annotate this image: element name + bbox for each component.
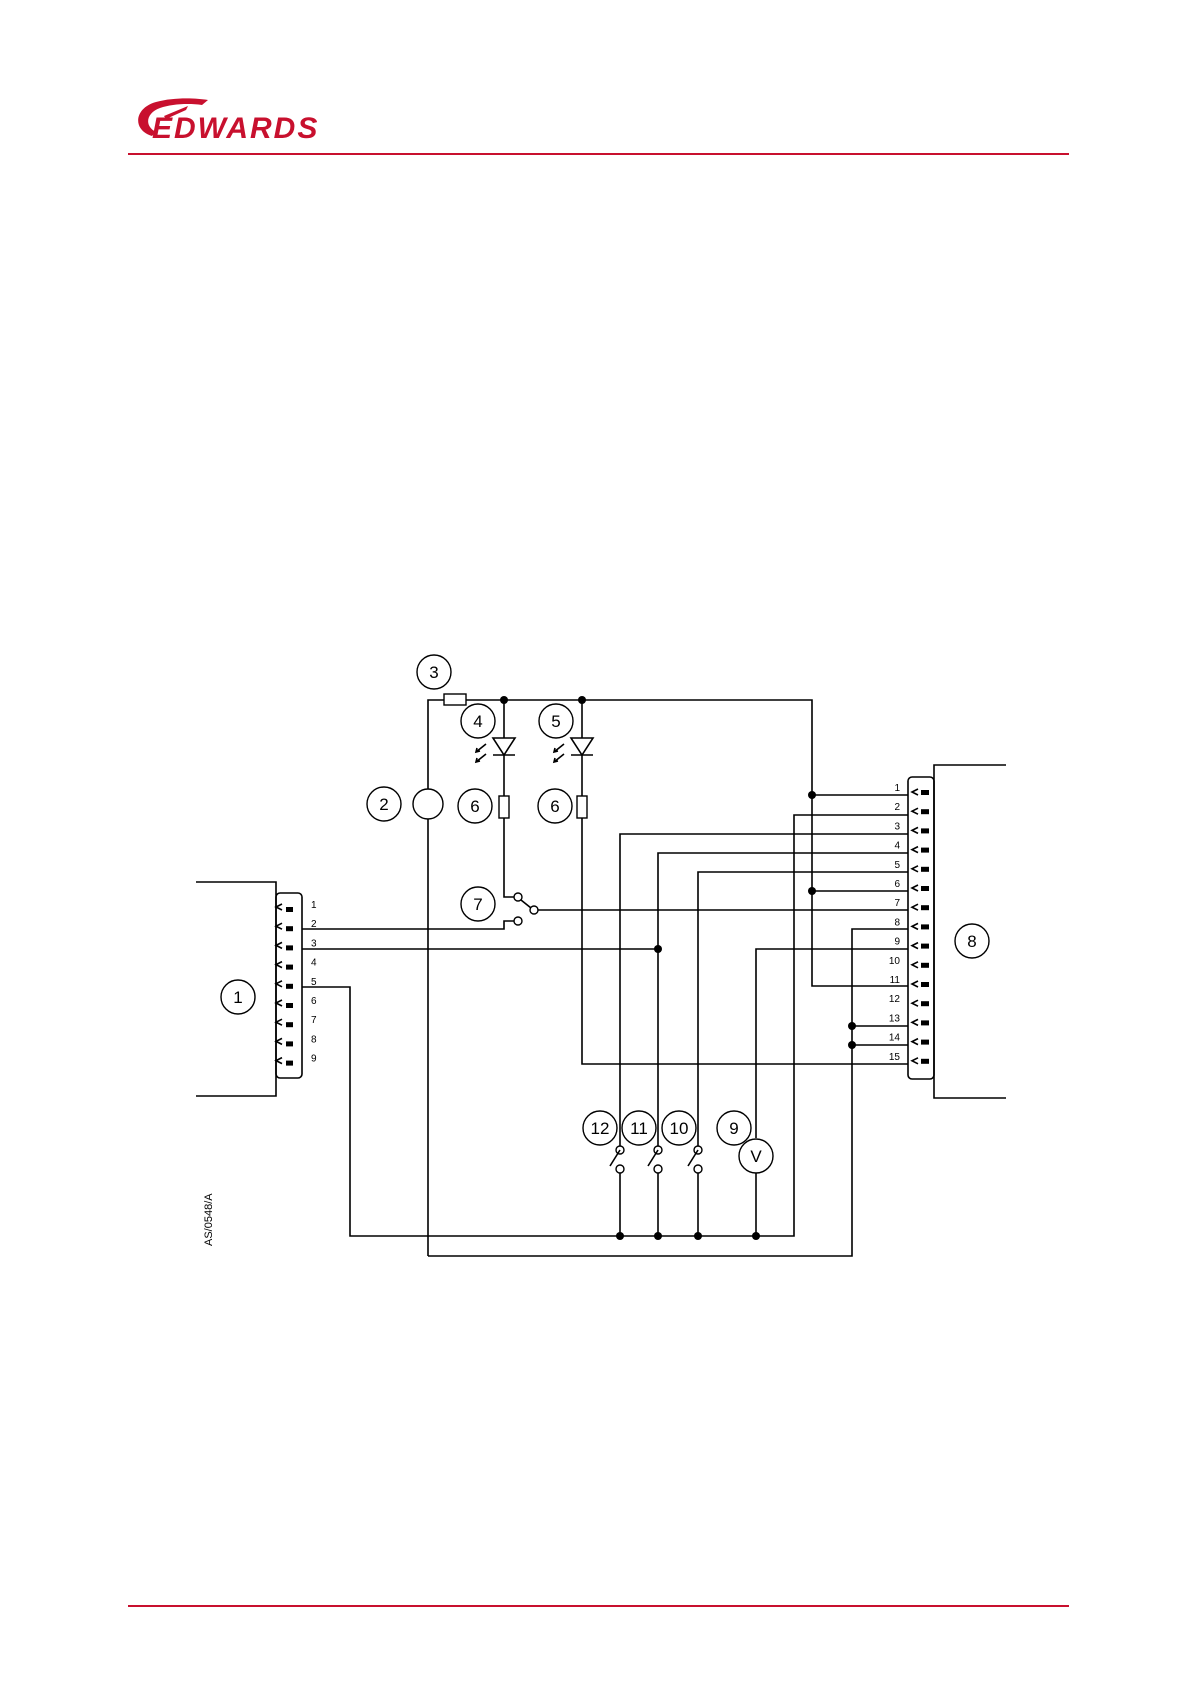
pin-number: 5 xyxy=(311,977,317,988)
pin-number: 9 xyxy=(894,937,900,948)
pin-number: 1 xyxy=(894,783,900,794)
connector-pin xyxy=(912,1000,929,1006)
callout-3: 3 xyxy=(417,655,451,689)
connector-8-pins xyxy=(912,789,929,1064)
callout-12: 12 xyxy=(583,1111,617,1145)
pin-number: 7 xyxy=(894,898,900,909)
callout-2: 2 xyxy=(367,787,401,821)
connector-pin xyxy=(912,943,929,949)
pin-number: 3 xyxy=(894,821,900,832)
connector-pin xyxy=(276,904,293,912)
led-5 xyxy=(554,738,593,762)
svg-text:5: 5 xyxy=(551,712,560,731)
connector-pin xyxy=(912,1039,929,1045)
connector-pin xyxy=(912,904,929,910)
svg-text:3: 3 xyxy=(429,663,438,682)
callout-9: 9 xyxy=(717,1111,751,1145)
connector-pin xyxy=(912,808,929,814)
pin-number: 2 xyxy=(894,802,900,813)
connector-pin xyxy=(276,942,293,950)
switch-7 xyxy=(514,893,538,925)
connector-pin xyxy=(912,847,929,853)
svg-text:9: 9 xyxy=(729,1119,738,1138)
connector-pin xyxy=(912,1058,929,1064)
connector-pin xyxy=(276,981,293,989)
svg-text:1: 1 xyxy=(233,988,242,1007)
connector-1-pins xyxy=(276,904,293,1066)
pin-number: 5 xyxy=(894,860,900,871)
svg-text:12: 12 xyxy=(591,1119,610,1138)
pin-number: 7 xyxy=(311,1015,317,1026)
switch-11 xyxy=(648,1146,662,1173)
callout-5: 5 xyxy=(539,704,573,738)
pin-number: 1 xyxy=(311,900,317,911)
pin-number: 13 xyxy=(889,1013,901,1024)
voltmeter-label: V xyxy=(750,1147,762,1166)
pin-number: 3 xyxy=(311,938,317,949)
connector-pin xyxy=(912,962,929,968)
connector-pin xyxy=(912,789,929,795)
switch-12 xyxy=(610,1146,624,1173)
callout-6b: 6 xyxy=(538,789,572,823)
connector-pin xyxy=(276,1019,293,1027)
callout-8: 8 xyxy=(955,924,989,958)
pin-number: 4 xyxy=(311,958,317,969)
pin-number: 9 xyxy=(311,1054,317,1065)
connector-pin xyxy=(912,866,929,872)
connector-pin xyxy=(276,962,293,970)
svg-text:6: 6 xyxy=(470,797,479,816)
connector-pin xyxy=(276,1000,293,1008)
led-4 xyxy=(476,738,515,762)
connector-pin xyxy=(912,885,929,891)
pin-number: 6 xyxy=(311,996,317,1007)
pin-number: 8 xyxy=(894,917,900,928)
connector-pin xyxy=(276,1058,293,1066)
junction-dots xyxy=(500,696,856,1240)
connector-pin xyxy=(912,981,929,987)
resistor-6a xyxy=(499,796,509,818)
component-2-circle xyxy=(413,789,443,819)
pin-number: 4 xyxy=(894,841,900,852)
pin-number: 15 xyxy=(889,1052,901,1063)
callout-10: 10 xyxy=(662,1111,696,1145)
svg-text:6: 6 xyxy=(550,797,559,816)
callout-4: 4 xyxy=(461,704,495,738)
callout-6a: 6 xyxy=(458,789,492,823)
pin-number: 6 xyxy=(894,879,900,890)
voltmeter: V xyxy=(739,1139,773,1173)
svg-text:7: 7 xyxy=(473,895,482,914)
connector-pin xyxy=(276,1038,293,1046)
callout-1: 1 xyxy=(221,980,255,1014)
svg-text:10: 10 xyxy=(670,1119,689,1138)
fuse xyxy=(444,694,466,705)
pin-number: 10 xyxy=(889,956,901,967)
svg-text:8: 8 xyxy=(967,932,976,951)
pin-number: 11 xyxy=(890,975,901,986)
pin-number: 14 xyxy=(889,1033,901,1044)
connector-pin xyxy=(912,923,929,929)
connector-pin xyxy=(912,827,929,833)
svg-text:11: 11 xyxy=(630,1119,648,1138)
connector-pin xyxy=(276,923,293,931)
svg-text:2: 2 xyxy=(379,795,388,814)
resistor-6b xyxy=(577,796,587,818)
wires xyxy=(302,700,908,1256)
svg-text:4: 4 xyxy=(473,712,482,731)
drawing-reference: AS/0548/A xyxy=(203,1193,215,1246)
connector-pin xyxy=(912,1019,929,1025)
switch-10 xyxy=(688,1146,702,1173)
pin-number: 12 xyxy=(889,994,901,1005)
callout-7: 7 xyxy=(461,887,495,921)
pin-number: 8 xyxy=(311,1034,317,1045)
callout-11: 11 xyxy=(622,1111,656,1145)
